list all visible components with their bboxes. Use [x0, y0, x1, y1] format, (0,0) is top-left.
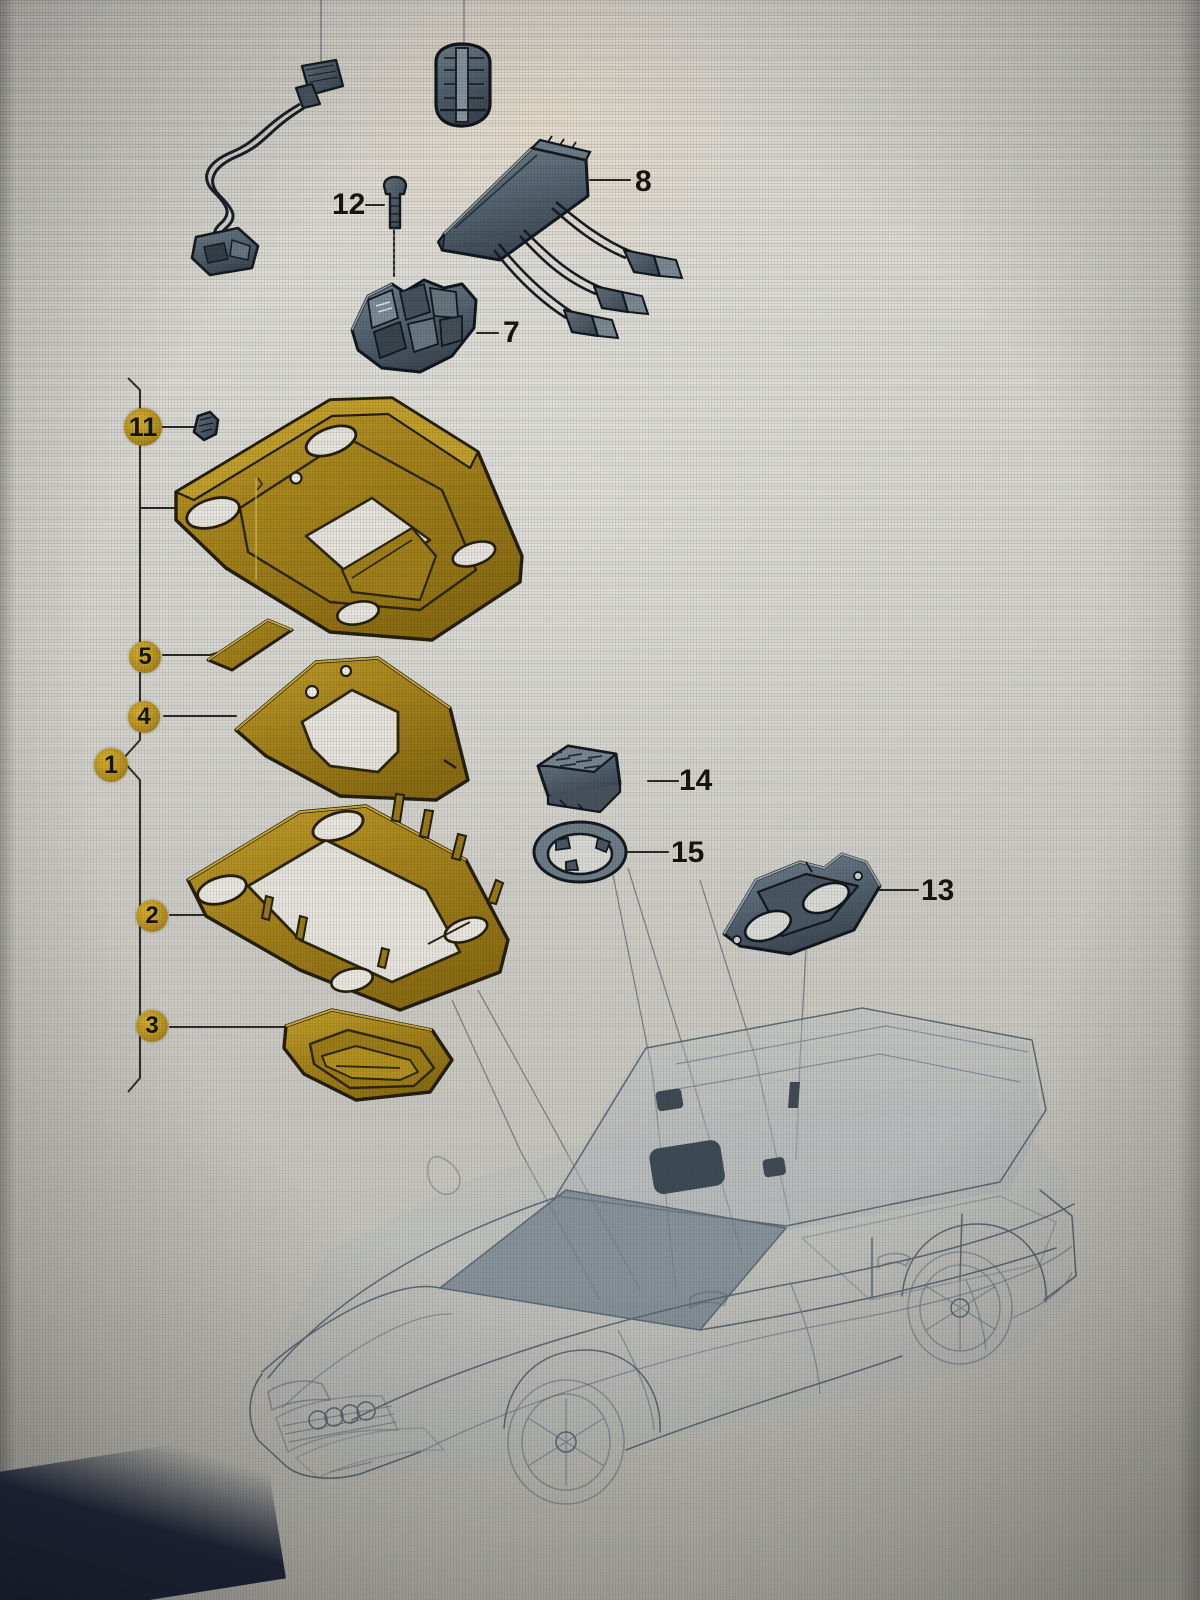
console-lower-frame-part-2	[186, 792, 510, 1012]
console-trim-strip-part-5	[206, 618, 294, 672]
callout-2-number: 2	[145, 902, 159, 929]
callout-13-number: 13	[921, 874, 955, 907]
audi-rings-badge	[308, 1401, 376, 1430]
callout-4-number: 4	[137, 703, 151, 730]
connector-block-part-7	[350, 278, 478, 374]
callout-15-number: 15	[671, 836, 705, 869]
callout-5[interactable]: 5	[129, 641, 161, 673]
callout-1[interactable]: 1	[94, 748, 128, 782]
callout-5-number: 5	[138, 643, 152, 670]
callout-8[interactable]: 8	[635, 167, 652, 197]
rear-reading-light-part-13	[722, 852, 882, 956]
rear-wheel	[901, 1223, 1047, 1365]
callout-4[interactable]: 4	[128, 701, 160, 733]
callout-3[interactable]: 3	[136, 1010, 168, 1042]
callout-12[interactable]: 12	[332, 190, 365, 220]
console-inner-carrier-part-4	[234, 656, 470, 802]
vehicle-illustration	[249, 1007, 1077, 1505]
callout-3-number: 3	[145, 1012, 159, 1039]
retaining-nut-part-11	[192, 410, 220, 442]
sensor-module-part-14	[536, 744, 622, 814]
grommet-clip-part	[434, 0, 492, 128]
front-wheel	[503, 1349, 661, 1505]
callout-11-number: 11	[128, 411, 158, 442]
fastening-screw-part-12	[382, 175, 408, 276]
callout-15[interactable]: 15	[671, 838, 704, 868]
callout-13[interactable]: 13	[921, 876, 954, 906]
callout-2[interactable]: 2	[136, 900, 168, 932]
wiring-harness-part	[190, 0, 345, 277]
led-light-module-part-8	[436, 135, 684, 340]
callout-11[interactable]: 11	[124, 408, 162, 446]
callout-12-number: 12	[332, 188, 366, 221]
callout-14-number: 14	[679, 764, 713, 797]
callout-7[interactable]: 7	[503, 318, 520, 348]
callout-1-number: 1	[104, 750, 118, 779]
assembly-bracket-item-1	[121, 377, 141, 1093]
sensor-mounting-ring-part-15	[532, 820, 628, 884]
roof-console-frame-part-1	[174, 396, 524, 642]
console-lens-cover-part-3	[282, 1008, 454, 1102]
callout-8-number: 8	[635, 165, 652, 198]
callout-7-number: 7	[503, 316, 520, 349]
callout-14[interactable]: 14	[679, 766, 712, 796]
